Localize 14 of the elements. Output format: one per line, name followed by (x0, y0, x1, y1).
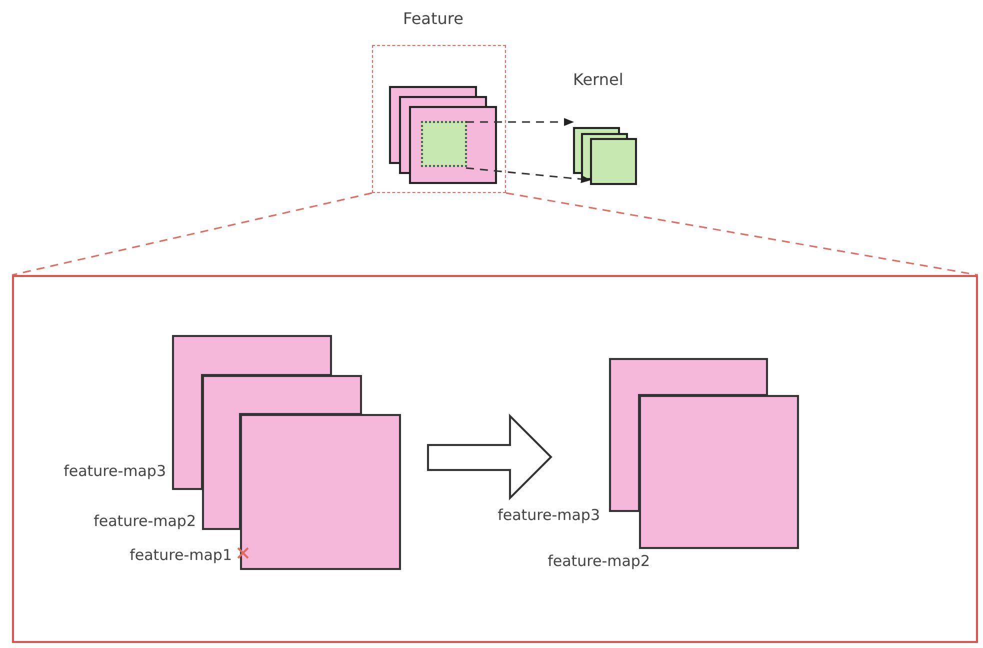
arrow (466, 167, 591, 184)
zoom-panel (12, 275, 978, 643)
kernel-window (421, 121, 467, 167)
map-label: feature-map3 (498, 506, 600, 524)
heading-label: Feature (403, 9, 464, 28)
map-label: feature-map1 (130, 546, 232, 564)
zoom-guide-line (506, 192, 978, 276)
zoom-guide-line (12, 192, 372, 276)
map-label: feature-map3 (64, 462, 166, 480)
arrow (466, 118, 574, 126)
heading-label: Kernel (573, 70, 624, 89)
map-label: feature-map2 (548, 552, 650, 570)
block-arrow (427, 414, 552, 500)
map-label: feature-map2 (94, 512, 196, 530)
